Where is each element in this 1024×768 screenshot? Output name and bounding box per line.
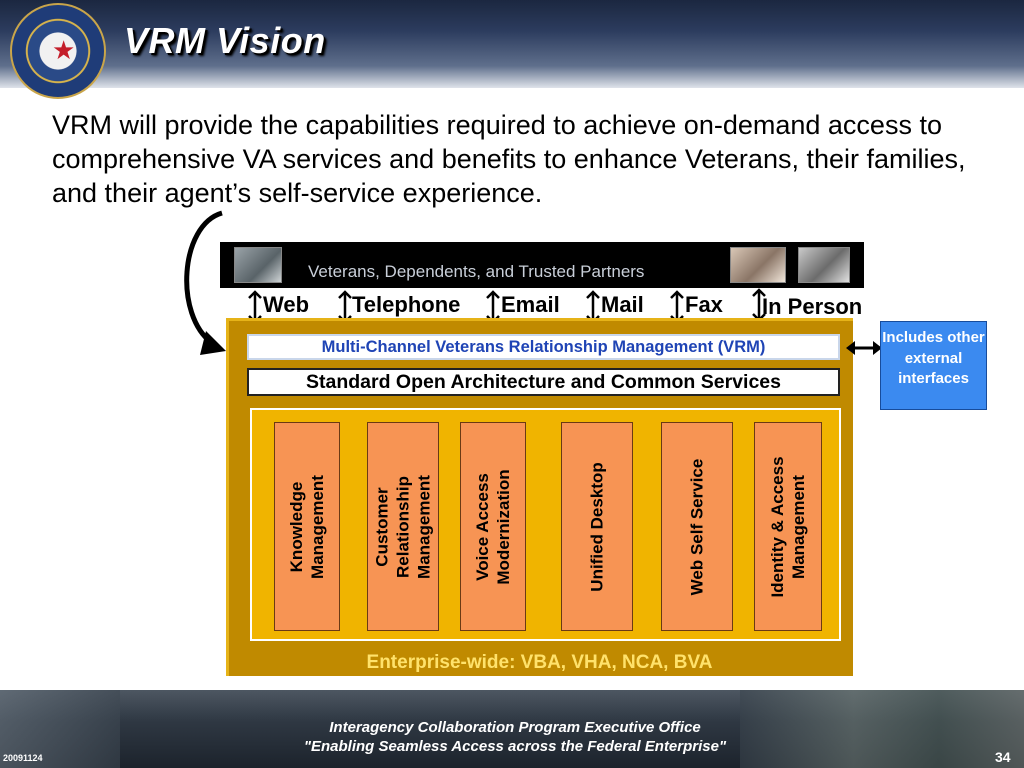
family-photo	[730, 247, 786, 283]
curved-arrow-icon	[184, 210, 226, 355]
module-label: Identity & Access Management	[768, 455, 808, 598]
slide-header: ★ VRM Vision	[0, 0, 1024, 99]
vrm-layer: Multi-Channel Veterans Relationship Mana…	[247, 334, 840, 360]
audience-bar: Veterans, Dependents, and Trusted Partne…	[220, 242, 864, 288]
enterprise-label: Enterprise-wide: VBA, VHA, NCA, BVA	[366, 652, 713, 673]
footer-text: Interagency Collaboration Program Execut…	[230, 718, 800, 756]
slide-footer: Interagency Collaboration Program Execut…	[0, 690, 1024, 768]
double-arrow-icon	[846, 341, 882, 355]
module-web-self-service: Web Self Service	[661, 422, 733, 631]
va-seal-icon: ★	[10, 3, 106, 99]
channel-fax: Fax	[685, 292, 723, 317]
intro-text: VRM will provide the capabilities requir…	[52, 110, 966, 208]
module-label: Voice Access Modernization	[473, 468, 513, 585]
slide-title: VRM Vision	[124, 20, 326, 61]
footer-tagline: "Enabling Seamless Access across the Fed…	[303, 738, 727, 755]
module-label: Knowledge Management	[287, 474, 327, 579]
architecture-layer: Standard Open Architecture and Common Se…	[247, 368, 840, 396]
module-label: Customer Relationship Management	[372, 474, 434, 579]
module-label: Web Self Service	[687, 458, 707, 595]
channel-telephone: Telephone	[352, 292, 461, 317]
page-number: 34	[995, 749, 1011, 765]
module-customer-relationship-management: Customer Relationship Management	[367, 422, 439, 631]
channel-web: Web	[263, 292, 310, 317]
footer-photo-right	[740, 690, 1024, 768]
footer-photo-left	[0, 690, 120, 768]
footer-office: Interagency Collaboration Program Execut…	[329, 719, 701, 736]
module-knowledge-management: Knowledge Management	[274, 422, 340, 631]
module-label: Unified Desktop	[587, 461, 607, 592]
modules-panel	[250, 408, 841, 641]
module-identity-access-management: Identity & Access Management	[754, 422, 822, 631]
channel-email: Email	[501, 292, 560, 317]
module-voice-access-modernization: Voice Access Modernization	[460, 422, 526, 631]
module-unified-desktop: Unified Desktop	[561, 422, 633, 631]
channel-in-person: In Person	[762, 294, 863, 319]
slide-date: 20091124	[3, 753, 43, 763]
audience-label: Veterans, Dependents, and Trusted Partne…	[308, 262, 645, 281]
channel-mail: Mail	[601, 292, 644, 317]
star-icon: ★	[52, 35, 76, 65]
external-interfaces-box: Includes other external interfaces	[880, 321, 987, 410]
veteran-photo	[234, 247, 282, 283]
partners-photo	[798, 247, 850, 283]
